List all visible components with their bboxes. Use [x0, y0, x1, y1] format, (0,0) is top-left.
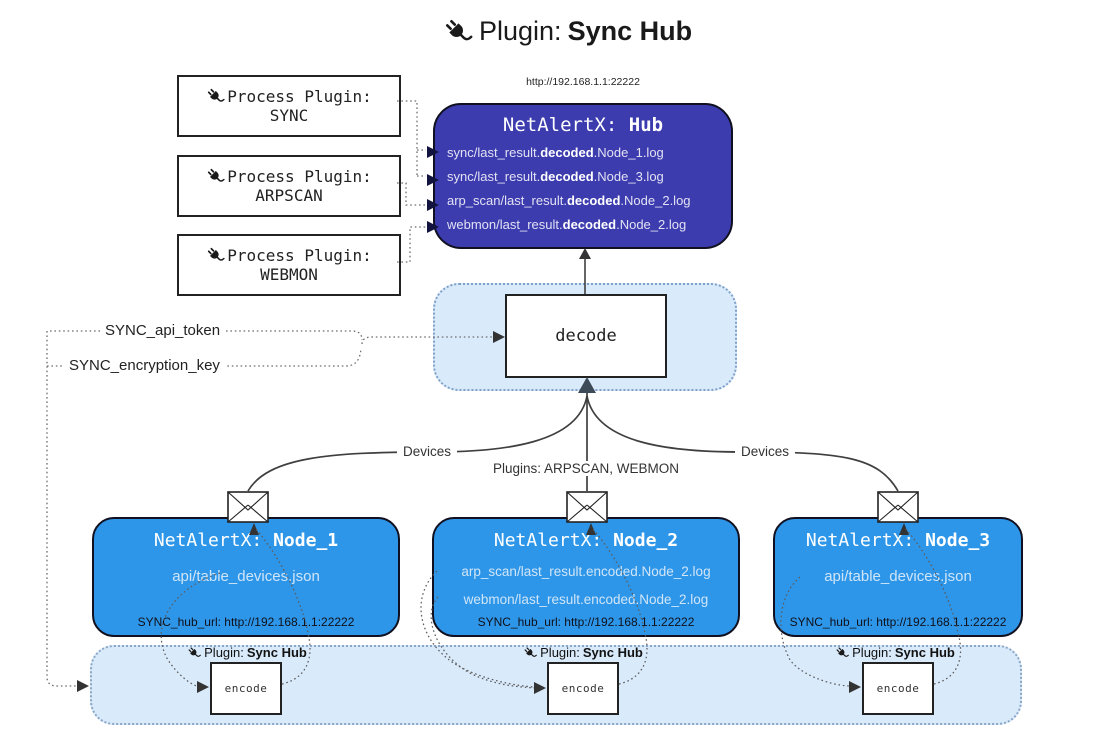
- process-plugin-label: Process Plugin:: [227, 167, 372, 186]
- hub-url-label: http://192.168.1.1:22222: [526, 76, 640, 88]
- encode-box-3: encode: [862, 662, 934, 715]
- process-plugin-name: SYNC: [269, 106, 309, 125]
- node-file: api/table_devices.json: [824, 568, 972, 585]
- devices-edge-label-right: Devices: [734, 444, 796, 459]
- page-title: Plugin: Sync Hub: [443, 16, 692, 47]
- node-file-list: arp_scan/last_result.encoded.Node_2.log …: [434, 558, 738, 614]
- devices-edge-label-left: Devices: [396, 444, 458, 459]
- hub-title-prefix: NetAlertX:: [502, 114, 629, 136]
- plug-icon: [523, 646, 537, 660]
- node-file: arp_scan/last_result.encoded.Node_2.log: [461, 564, 711, 579]
- plug-icon: [835, 646, 849, 660]
- plug-icon: [187, 646, 201, 660]
- hub-title-name: Hub: [628, 114, 664, 136]
- process-plugin-box-sync: Process Plugin: SYNC: [177, 75, 401, 137]
- node-title: NetAlertX: Node_2: [493, 530, 679, 551]
- node-title: NetAlertX: Node_3: [805, 530, 991, 551]
- process-plugin-name: WEBMON: [260, 265, 318, 284]
- hub-log-entry: arp_scan/last_result.decoded.Node_2.log: [447, 193, 691, 208]
- encode-box-1: encode: [210, 662, 282, 715]
- process-plugin-label: Process Plugin:: [227, 246, 372, 265]
- process-plugin-box-arpscan: Process Plugin: ARPSCAN: [177, 155, 401, 217]
- sync-encryption-key-label: SYNC_encryption_key: [64, 357, 225, 374]
- decode-box: decode: [505, 294, 667, 378]
- node-hub-url: SYNC_hub_url: http://192.168.1.1:22222: [789, 615, 1007, 629]
- plugins-edge-label: Plugins: ARPSCAN, WEBMON: [486, 461, 686, 476]
- plug-icon: [206, 87, 225, 106]
- hub-log-entry: sync/last_result.decoded.Node_1.log: [447, 145, 664, 160]
- node-box-node-1: NetAlertX: Node_1 api/table_devices.json…: [92, 517, 400, 637]
- hub-log-list: sync/last_result.decoded.Node_1.log sync…: [435, 141, 731, 237]
- encode-box-2: encode: [547, 662, 619, 715]
- sync-hub-plugin-label-3: Plugin: Sync Hub: [835, 645, 955, 660]
- process-plugin-name: ARPSCAN: [255, 186, 323, 205]
- plug-icon: [206, 246, 225, 265]
- node-file: webmon/last_result.encoded.Node_2.log: [463, 592, 709, 607]
- sync-api-token-label: SYNC_api_token: [100, 322, 226, 339]
- node-hub-url: SYNC_hub_url: http://192.168.1.1:22222: [477, 615, 695, 629]
- plug-icon: [206, 167, 225, 186]
- page-title-prefix: Plugin:: [479, 16, 562, 46]
- hub-title: NetAlertX: Hub: [435, 114, 731, 136]
- sync-hub-plugin-label-1: Plugin: Sync Hub: [187, 645, 307, 660]
- node-hub-url: SYNC_hub_url: http://192.168.1.1:22222: [137, 615, 355, 629]
- sync-hub-plugin-label-2: Plugin: Sync Hub: [523, 645, 643, 660]
- page-title-name: Sync Hub: [567, 16, 693, 46]
- node-file: api/table_devices.json: [172, 568, 320, 585]
- hub-log-entry: sync/last_result.decoded.Node_3.log: [447, 169, 664, 184]
- node-box-node-2: NetAlertX: Node_2 arp_scan/last_result.e…: [432, 517, 740, 637]
- process-plugin-label: Process Plugin:: [227, 87, 372, 106]
- process-plugin-box-webmon: Process Plugin: WEBMON: [177, 234, 401, 296]
- plug-icon: [443, 17, 473, 47]
- hub-box: NetAlertX: Hub sync/last_result.decoded.…: [433, 103, 733, 249]
- node-box-node-3: NetAlertX: Node_3 api/table_devices.json…: [773, 517, 1023, 637]
- node-title: NetAlertX: Node_1: [153, 530, 339, 551]
- hub-log-entry: webmon/last_result.decoded.Node_2.log: [447, 217, 687, 232]
